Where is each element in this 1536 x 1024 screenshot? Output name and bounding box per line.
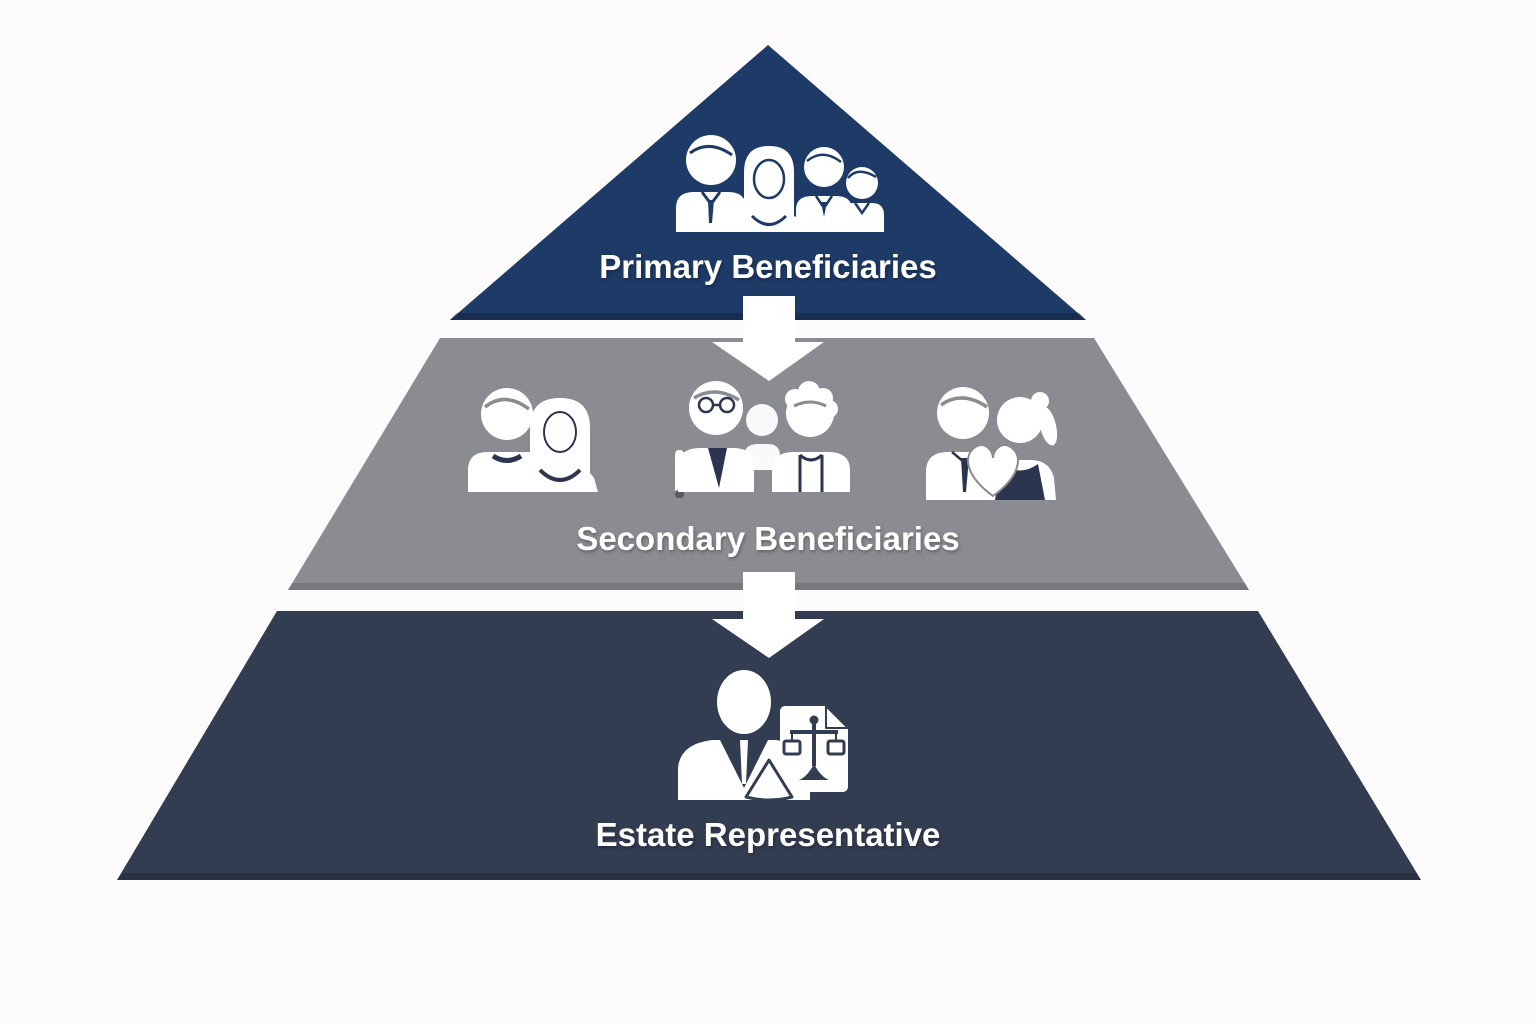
tier-estate-label: Estate Representative bbox=[595, 816, 941, 853]
tier-secondary-label: Secondary Beneficiaries bbox=[576, 520, 960, 557]
tier-estate-bevel bbox=[117, 873, 1421, 880]
elderly-couple-icon bbox=[675, 381, 850, 498]
down-arrow-icon bbox=[712, 296, 824, 381]
executor-with-legal-scales-icon bbox=[678, 670, 849, 802]
down-arrow-icon bbox=[712, 572, 824, 658]
couple-with-heart-icon bbox=[926, 387, 1058, 500]
young-couple-icon bbox=[468, 388, 598, 492]
tier-primary-label: Primary Beneficiaries bbox=[599, 248, 937, 285]
scales-of-justice-icon bbox=[782, 715, 846, 780]
family-group-icon bbox=[676, 135, 884, 232]
